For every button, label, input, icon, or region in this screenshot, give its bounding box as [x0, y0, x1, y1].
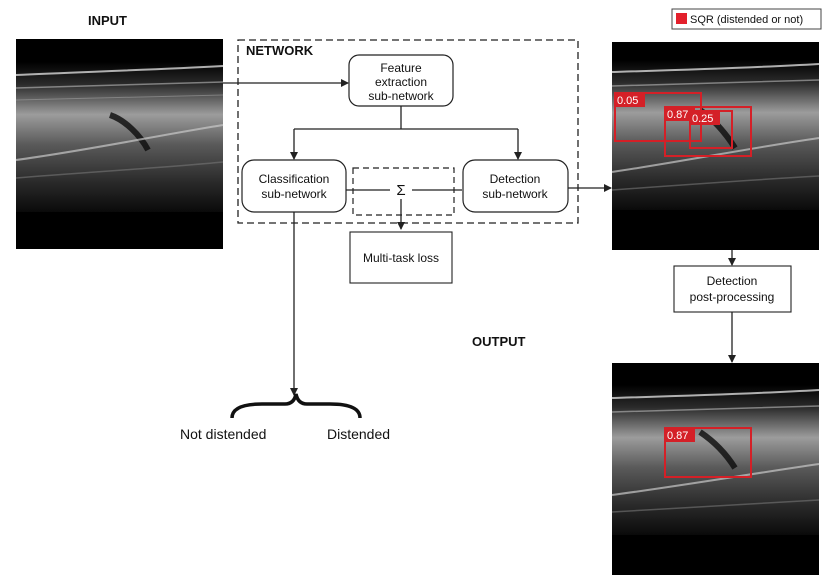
class-not-distended: Not distended — [180, 426, 266, 442]
detection-box-2 — [664, 106, 752, 157]
feature-line-2: extraction — [375, 75, 427, 89]
final-score-label: 0.87 — [667, 430, 688, 442]
detection-node: Detection sub-network — [462, 159, 569, 213]
legend-swatch — [676, 13, 687, 24]
output-label: OUTPUT — [472, 334, 526, 349]
feature-line-3: sub-network — [368, 89, 434, 103]
final-detection: 0.87 — [664, 427, 752, 478]
score-label-bg-3 — [690, 111, 720, 125]
feature-line-1: Feature — [380, 61, 422, 75]
classification-node: Classification sub-network — [241, 159, 347, 213]
class-distended: Distended — [327, 426, 390, 442]
class-brace — [230, 393, 362, 419]
raw-detections: 0.05 0.87 0.25 — [614, 92, 752, 157]
final-score-label-bg — [665, 428, 695, 442]
score-label-bg-1 — [615, 93, 645, 107]
detection-ultrasound-image — [611, 42, 820, 250]
output-ultrasound-image — [611, 363, 820, 575]
detection-line-1: Detection — [490, 172, 541, 186]
postprocessing-line-2: post-processing — [690, 290, 775, 304]
input-label: INPUT — [88, 13, 127, 28]
input-ultrasound-image — [15, 39, 224, 249]
final-detection-box — [664, 427, 752, 478]
postprocessing-line-1: Detection — [707, 274, 758, 288]
network-boundary — [237, 39, 579, 224]
connectors — [223, 79, 736, 396]
legend: SQR (distended or not) — [671, 8, 822, 30]
score-label-1: 0.05 — [617, 95, 638, 107]
network-label: NETWORK — [246, 43, 314, 58]
score-label-3: 0.25 — [692, 113, 713, 125]
postprocessing-node: Detection post-processing — [673, 265, 792, 313]
multitask-boundary — [352, 167, 455, 216]
multitask-loss-node: Multi-task loss — [349, 231, 453, 284]
loss-text: Multi-task loss — [363, 251, 439, 265]
score-label-bg-2 — [665, 107, 695, 121]
classification-line-1: Classification — [259, 172, 330, 186]
legend-frame — [671, 8, 822, 30]
feature-extraction-node: Feature extraction sub-network — [348, 54, 454, 107]
detection-line-2: sub-network — [482, 187, 548, 201]
sigma-symbol: Σ — [396, 182, 405, 199]
score-label-2: 0.87 — [667, 109, 688, 121]
legend-text: SQR (distended or not) — [690, 14, 803, 26]
classification-line-2: sub-network — [261, 187, 327, 201]
